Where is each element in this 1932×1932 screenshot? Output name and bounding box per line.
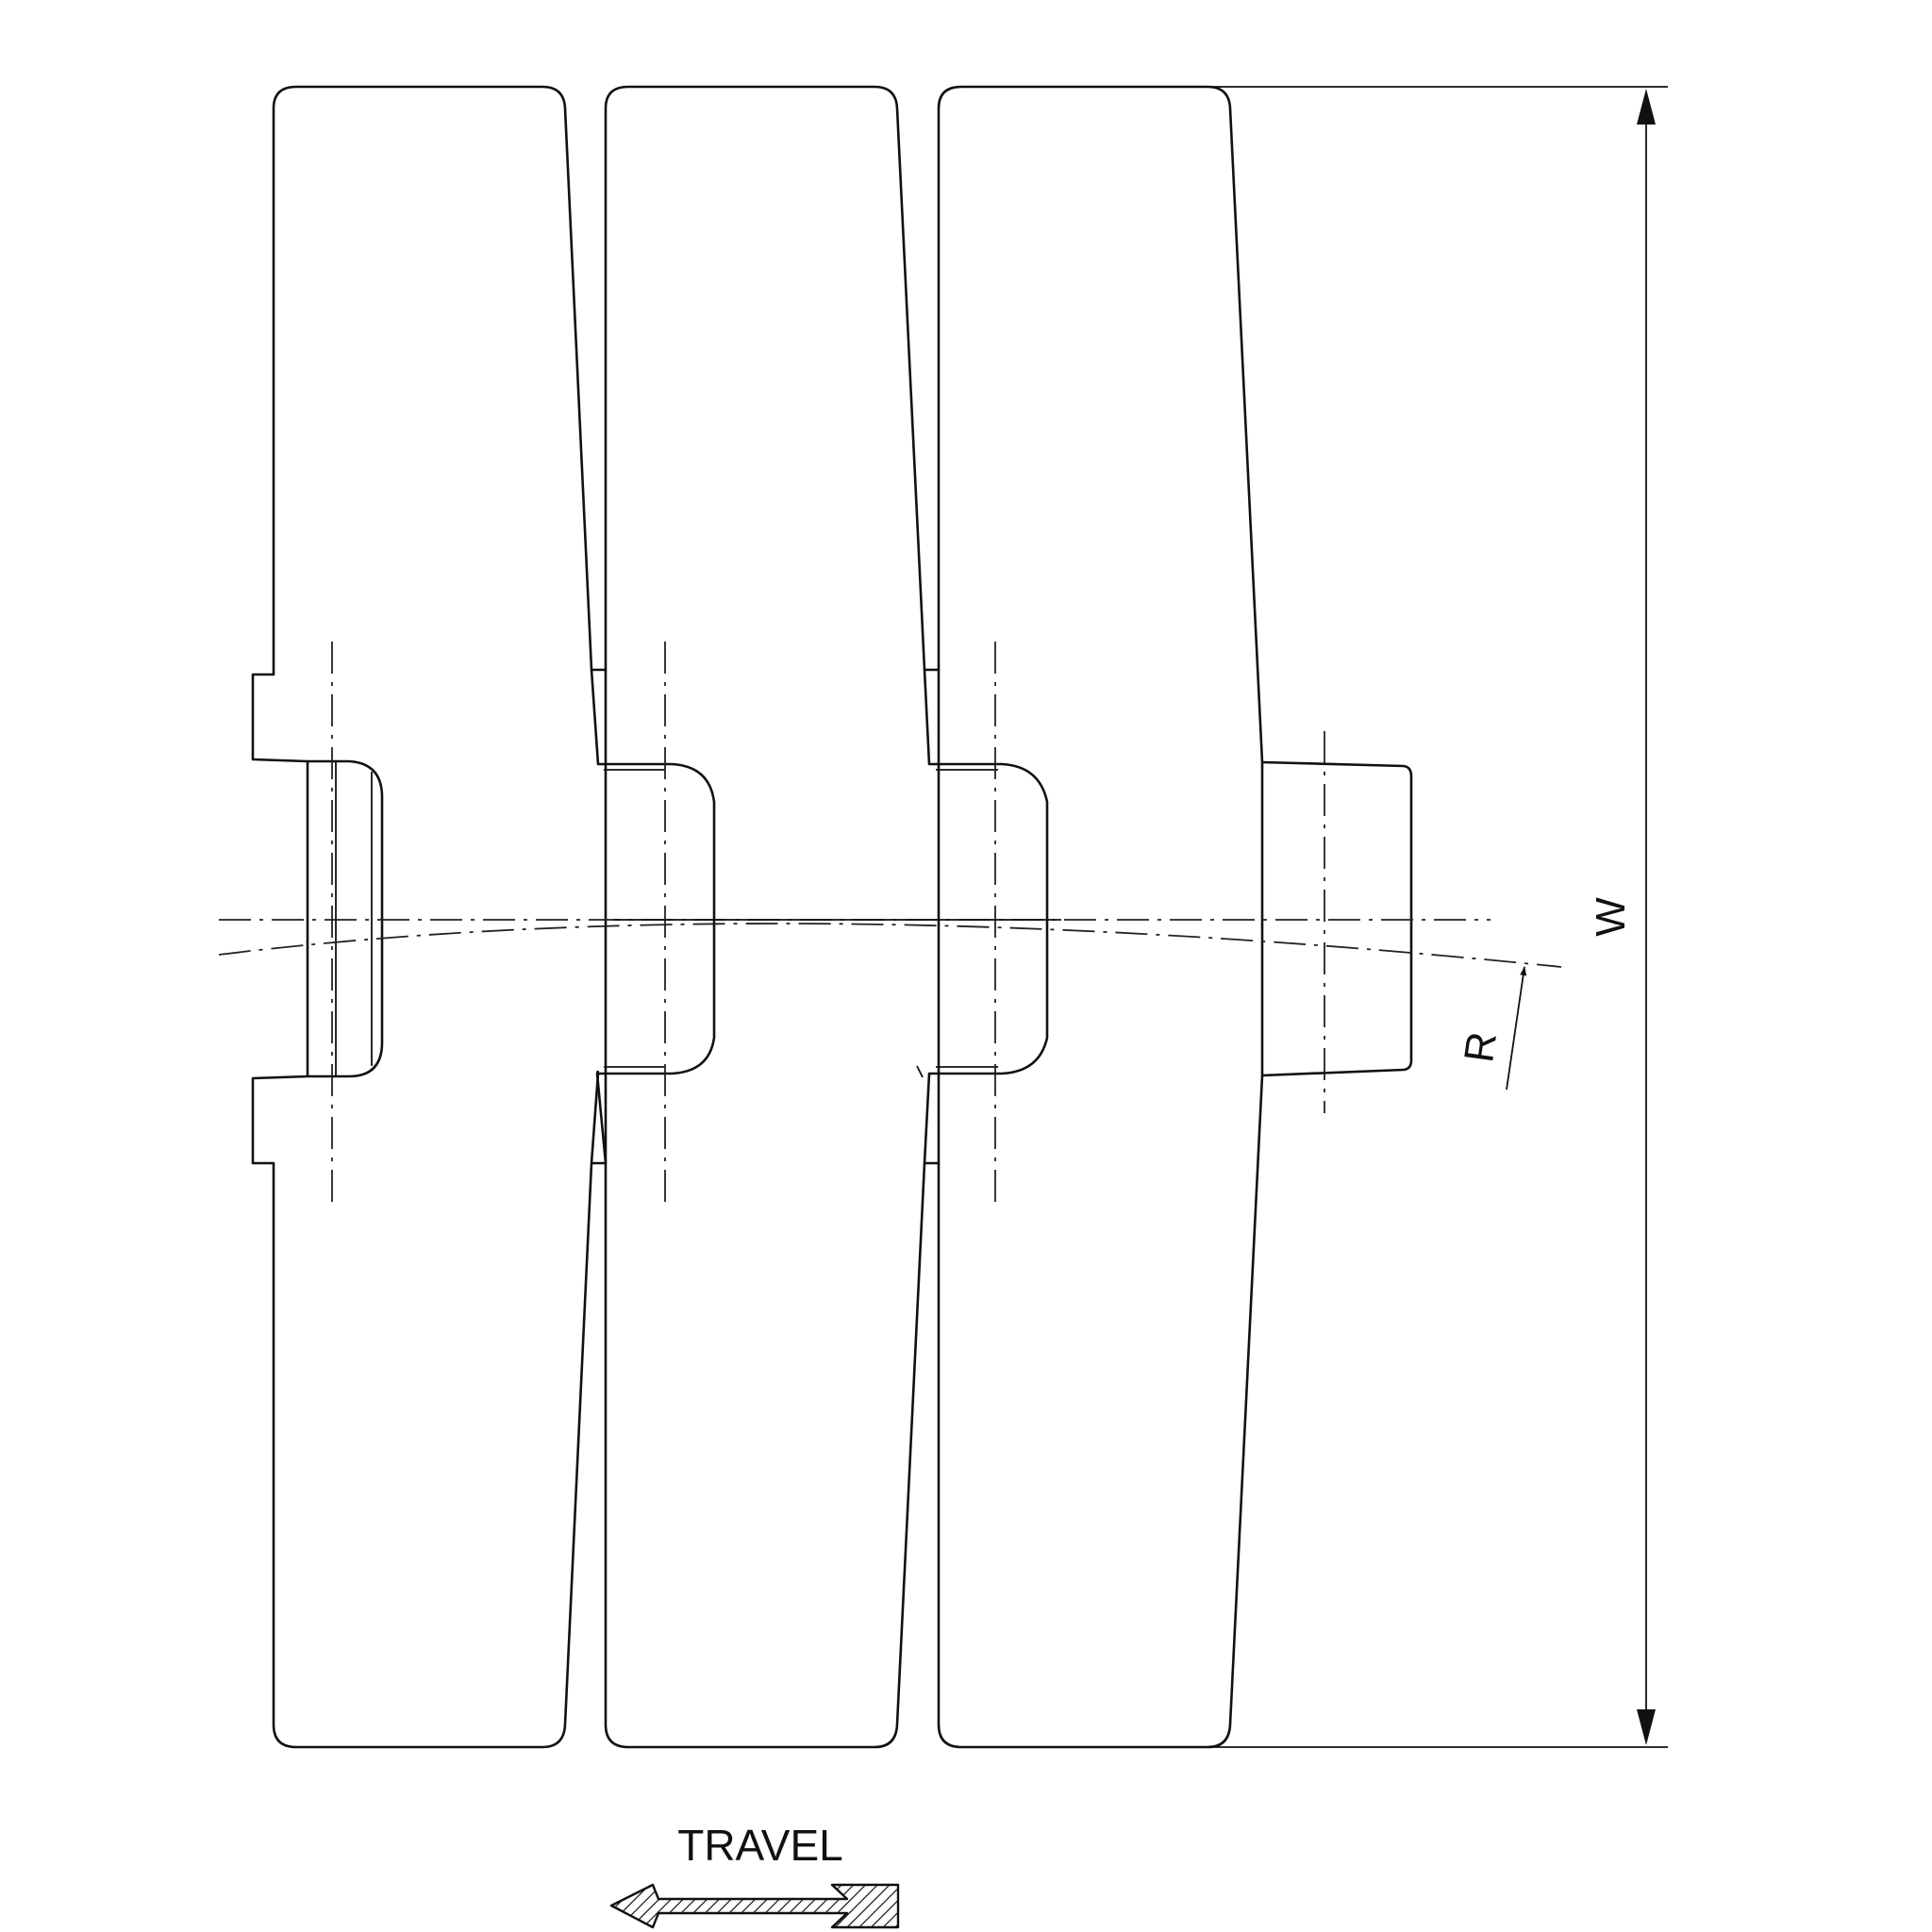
link-3-socket-nick bbox=[916, 1065, 924, 1078]
link-3-socket bbox=[923, 669, 1049, 1164]
radius-label: R bbox=[1456, 1029, 1506, 1065]
pitch-radius-arc bbox=[218, 923, 1562, 968]
width-arrow-bottom-icon bbox=[1637, 1709, 1656, 1745]
link-1-body bbox=[251, 85, 608, 1749]
chain-link-2 bbox=[590, 85, 941, 1749]
radius-indicator: R bbox=[1456, 966, 1527, 1091]
chain-link-4-lug bbox=[1261, 731, 1413, 1113]
width-dimension: W bbox=[1208, 86, 1668, 1748]
link-2-socket bbox=[590, 669, 716, 1164]
radius-leader-line bbox=[1506, 966, 1527, 1091]
travel-arrow-icon bbox=[609, 1883, 900, 1929]
travel-indicator: TRAVEL bbox=[609, 1821, 900, 1929]
width-arrow-top-icon bbox=[1637, 89, 1656, 125]
width-label: W bbox=[1588, 897, 1634, 937]
chain-link-1 bbox=[251, 85, 608, 1749]
link-4-lug bbox=[1261, 760, 1413, 1077]
link-3-body bbox=[937, 85, 1264, 1749]
chain-link-3 bbox=[916, 85, 1264, 1749]
link-2-body bbox=[595, 85, 941, 1749]
travel-label: TRAVEL bbox=[677, 1821, 843, 1870]
